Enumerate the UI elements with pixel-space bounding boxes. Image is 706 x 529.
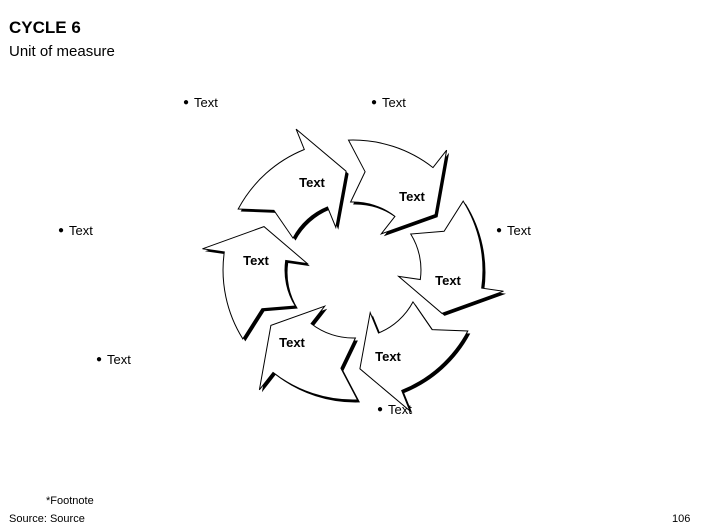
bullet-dot-icon: ● xyxy=(377,404,384,415)
segment-label-5: Text xyxy=(279,335,305,350)
bullet-text: Text xyxy=(507,223,531,238)
bullet-dot-icon: ● xyxy=(371,97,378,108)
cycle-arrow-5 xyxy=(202,226,310,340)
bullet-text: Text xyxy=(69,223,93,238)
source-note: Source: Source xyxy=(9,513,85,525)
cycle-arrow-2 xyxy=(396,200,504,314)
bullet-left: ● Text xyxy=(58,223,93,238)
cycle-arrow-4 xyxy=(258,305,359,401)
cycle-arrow-1 xyxy=(347,139,448,235)
cycle-arrow-6 xyxy=(237,128,347,240)
bullet-dot-icon: ● xyxy=(496,225,503,236)
bullet-dot-icon: ● xyxy=(96,354,103,365)
cycle-arrows xyxy=(202,128,506,414)
segment-label-2: Text xyxy=(399,189,425,204)
segment-label-1: Text xyxy=(299,175,325,190)
cycle-arrow-3 xyxy=(359,300,469,412)
bullet-text: Text xyxy=(382,95,406,110)
segment-label-3: Text xyxy=(435,273,461,288)
bullet-right: ● Text xyxy=(496,223,531,238)
bullet-dot-icon: ● xyxy=(183,97,190,108)
segment-label-4: Text xyxy=(375,349,401,364)
page-title: CYCLE 6 xyxy=(9,18,81,37)
page-number: 106 xyxy=(672,513,691,525)
bullet-bottom-left: ● Text xyxy=(96,352,131,367)
bullet-dot-icon: ● xyxy=(58,225,65,236)
footnote: *Footnote xyxy=(46,495,94,507)
bullet-top-left: ● Text xyxy=(183,95,218,110)
bullet-top-right: ● Text xyxy=(371,95,406,110)
bullet-text: Text xyxy=(107,352,131,367)
bullet-text: Text xyxy=(194,95,218,110)
segment-label-6: Text xyxy=(243,253,269,268)
page-subtitle: Unit of measure xyxy=(9,43,115,60)
